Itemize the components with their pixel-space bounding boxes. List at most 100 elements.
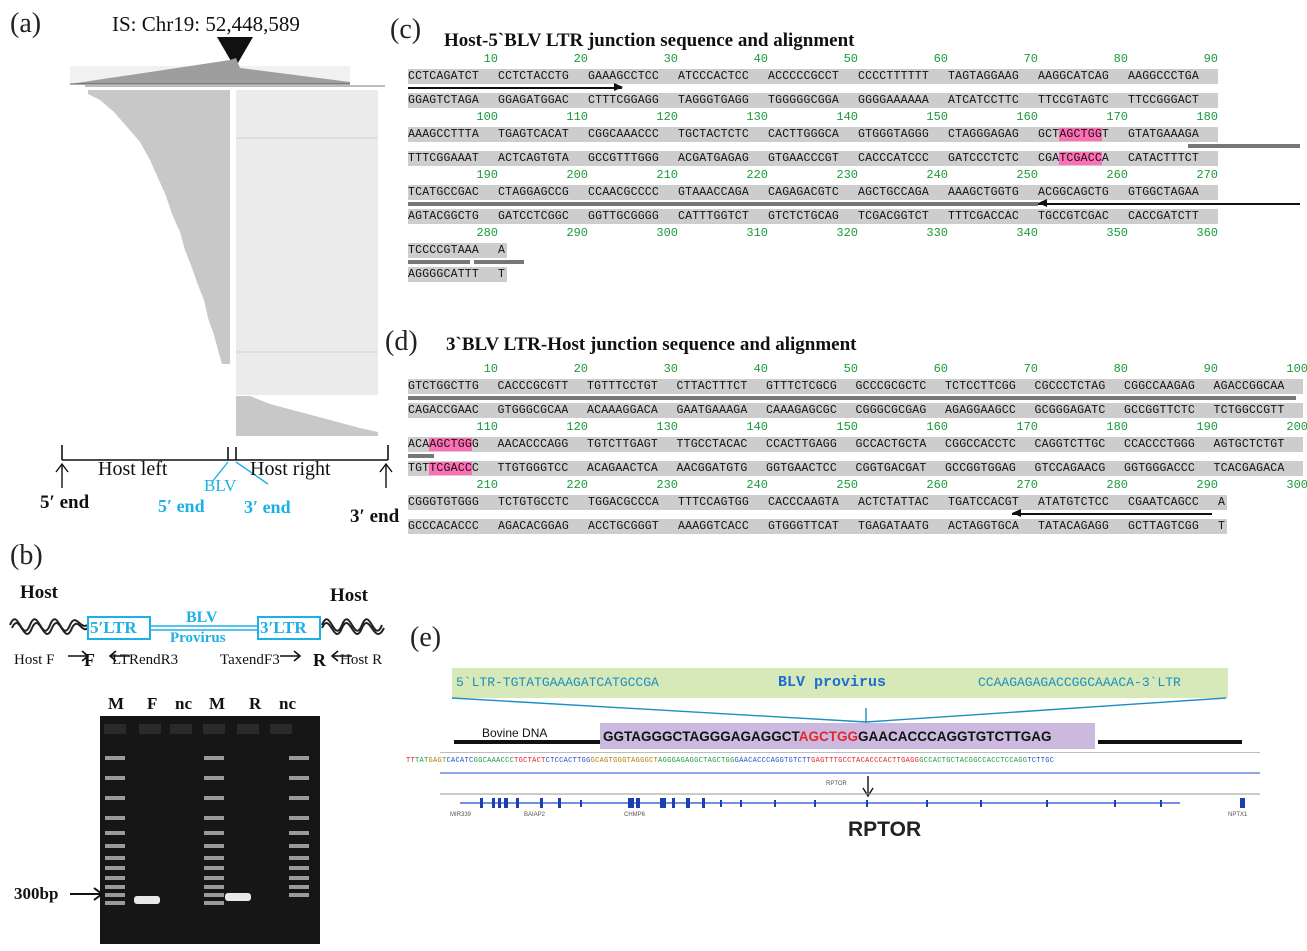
- sequence-block: GTCCAGAACG: [1034, 460, 1124, 476]
- tick-label: 110: [566, 110, 588, 124]
- sequence-block: AACACCCAGG: [497, 436, 587, 452]
- tick-label: 80: [1113, 362, 1128, 376]
- sequence-block: TTTCCAGTGG: [678, 494, 768, 510]
- sequence-block: CAGGTCTTGC: [1034, 436, 1124, 452]
- tick-label: 190: [476, 168, 498, 182]
- tick-label: 160: [1016, 110, 1038, 124]
- tick-label: 320: [836, 226, 858, 240]
- tick-label: 210: [656, 168, 678, 182]
- sequence-block: CAGAGACGTC: [768, 184, 858, 200]
- ltr3-box: [257, 616, 321, 640]
- tick-label: 170: [1016, 420, 1038, 434]
- tick-label: 40: [753, 362, 768, 376]
- sequence-block: GCCGGTGGAG: [945, 460, 1035, 476]
- agarose-gel: [100, 716, 320, 944]
- lane-label: R: [249, 694, 262, 713]
- gene-label: NPTX1: [1228, 812, 1248, 818]
- sequence-block: TTTCGACCAC: [948, 208, 1038, 224]
- bovine-dna-label: Bovine DNA: [482, 726, 548, 740]
- tick-label: 240: [746, 478, 768, 492]
- tick-label: 10: [483, 52, 498, 66]
- sequence-block: GTGGGTAGGG: [858, 126, 948, 142]
- sequence-block: TGAGATAATG: [858, 518, 948, 534]
- sequence-block: CATTTGGTCT: [678, 208, 768, 224]
- host-f-primer: Host F: [14, 652, 55, 668]
- tick-label: 260: [1106, 168, 1128, 182]
- sequence-block: AAGGCCCTGA: [1128, 68, 1218, 84]
- sequence-block-highlight: TGTTCGACCC: [408, 460, 498, 476]
- panel-b-label: (b): [10, 540, 43, 571]
- alignment-line: [408, 144, 1307, 148]
- sequence-block: CGAATCAGCC: [1128, 494, 1218, 510]
- sequence-block: CCACTTGAGG: [766, 436, 856, 452]
- gene-labels: MIR339 BAIAP2 CHMP6 NPTX1: [450, 812, 1270, 822]
- tick-label: 30: [663, 52, 678, 66]
- sequence-block: CCAACGCCCC: [588, 184, 678, 200]
- taxendf3-primer: TaxendF3: [220, 652, 280, 668]
- genome-sequence-track: TTTATGAGTCACATCGGCAAACCCTGCTACTCTCCACTTG…: [406, 757, 1055, 765]
- sequence-block: GTAAACCAGA: [678, 184, 768, 200]
- sequence-block: TGATCCACGT: [948, 494, 1038, 510]
- sequence-block: TCATGCCGAC: [408, 184, 498, 200]
- gene-label: BAIAP2: [524, 812, 546, 818]
- sequence-block: TGGACGCCCA: [588, 494, 678, 510]
- sequence-block: GGTGGGACCC: [1124, 460, 1214, 476]
- sequence-block: AGAGGAAGCC: [945, 402, 1035, 418]
- panel-e-label: (e): [410, 622, 442, 653]
- sequence-block: GAATGAAAGA: [676, 402, 766, 418]
- tick-label: 60: [933, 362, 948, 376]
- f-primer: F: [84, 650, 95, 670]
- r-primer: R: [313, 650, 326, 670]
- tick-label: 200: [566, 168, 588, 182]
- sequence-block: TATACAGAGG: [1038, 518, 1128, 534]
- sequence-block: AGGGGCATTT: [408, 266, 498, 282]
- tick-label: 200: [1286, 420, 1307, 434]
- gene-label: CHMP6: [624, 812, 646, 818]
- blv-provirus-banner: 5`LTR-TGTATGAAAGATCATGCCGA BLV provirus …: [452, 668, 1228, 698]
- sequence-block: AAGGCATCAG: [1038, 68, 1128, 84]
- tick-label: 140: [746, 420, 768, 434]
- reads-left: [88, 90, 230, 364]
- panel-c-label: (c): [390, 14, 422, 45]
- alignment-line: [408, 83, 1307, 91]
- sequence-block: TAGGGTGAGG: [678, 92, 768, 108]
- tick-label: 140: [836, 110, 858, 124]
- sequence-block: ACGGCAGCTG: [1038, 184, 1128, 200]
- sequence-block: GCGGGAGATC: [1034, 402, 1124, 418]
- sequence-block: GATCCCTCTC: [948, 150, 1038, 166]
- sequence-block: GCCACTGCTA: [855, 436, 945, 452]
- tick-label: 50: [843, 52, 858, 66]
- sequence-block: GCCCACACCC: [408, 518, 498, 534]
- ltr5-label: 5′LTR: [90, 618, 137, 637]
- sequence-block: TGTTTCCTGT: [587, 378, 677, 394]
- sequence-block: AGTACGGCTG: [408, 208, 498, 224]
- sequence-block: CACCCATCCC: [858, 150, 948, 166]
- coverage-histogram: [70, 58, 350, 84]
- lane-label: nc: [175, 694, 192, 713]
- tick-label: 40: [753, 52, 768, 66]
- sequence-block: ACTAGGTGCA: [948, 518, 1038, 534]
- alignment-line: [408, 454, 1303, 458]
- sequence-block: A: [498, 242, 508, 258]
- ltr3-sequence: CCAAGAGAGACCGGCAAACA-3`LTR: [978, 675, 1181, 690]
- sequence-block: CCACCCTGGG: [1124, 436, 1214, 452]
- sequence-block: ACTCTATTAC: [858, 494, 948, 510]
- sequence-block: CGGGTGTGGG: [408, 494, 498, 510]
- alignment-line: [408, 260, 1307, 264]
- sequence-block: GTATGAAAGA: [1128, 126, 1218, 142]
- gene-small-label: RPTOR: [826, 781, 847, 787]
- tick-label: 280: [476, 226, 498, 240]
- sequence-block: ATATGTCTCC: [1038, 494, 1128, 510]
- ltr5-box: [87, 616, 151, 640]
- host-right-label: Host right: [250, 458, 331, 480]
- sequence-block: TCCCCGTAAA: [408, 242, 498, 258]
